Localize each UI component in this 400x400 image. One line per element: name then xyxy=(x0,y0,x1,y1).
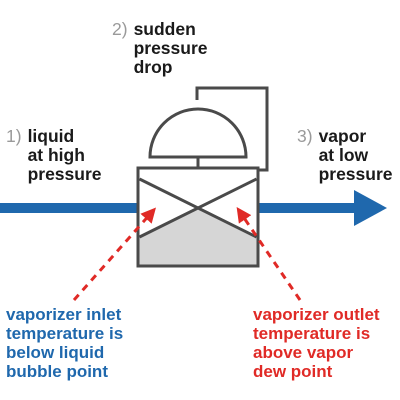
valve-lower-fill xyxy=(139,208,257,265)
actuator-dome xyxy=(148,107,248,159)
step-1-text: liquid at high pressure xyxy=(27,126,102,184)
outlet-flow-arrowhead xyxy=(354,190,387,226)
step-3-text: vapor at low pressure xyxy=(318,126,393,184)
outlet-temperature-indicator xyxy=(236,207,302,301)
step-2-number: 2) xyxy=(112,19,128,39)
inlet-temperature-indicator xyxy=(72,207,156,301)
step-1-number: 1) xyxy=(6,126,22,146)
inlet-flow-line xyxy=(0,203,140,213)
outlet-temperature-note: vaporizer outlet temperature is above va… xyxy=(253,305,380,381)
step-3-number: 3) xyxy=(297,126,313,146)
outlet-flow-line xyxy=(258,203,358,213)
step-2-text: sudden pressure drop xyxy=(133,19,208,77)
step-2-label: 2) sudden pressure drop xyxy=(112,20,208,77)
valve-seat-line-2 xyxy=(138,177,258,239)
step-3-label: 3) vapor at low pressure xyxy=(297,127,393,184)
inlet-temperature-note: vaporizer inlet temperature is below liq… xyxy=(6,305,124,381)
step-1-label: 1) liquid at high pressure xyxy=(6,127,102,184)
